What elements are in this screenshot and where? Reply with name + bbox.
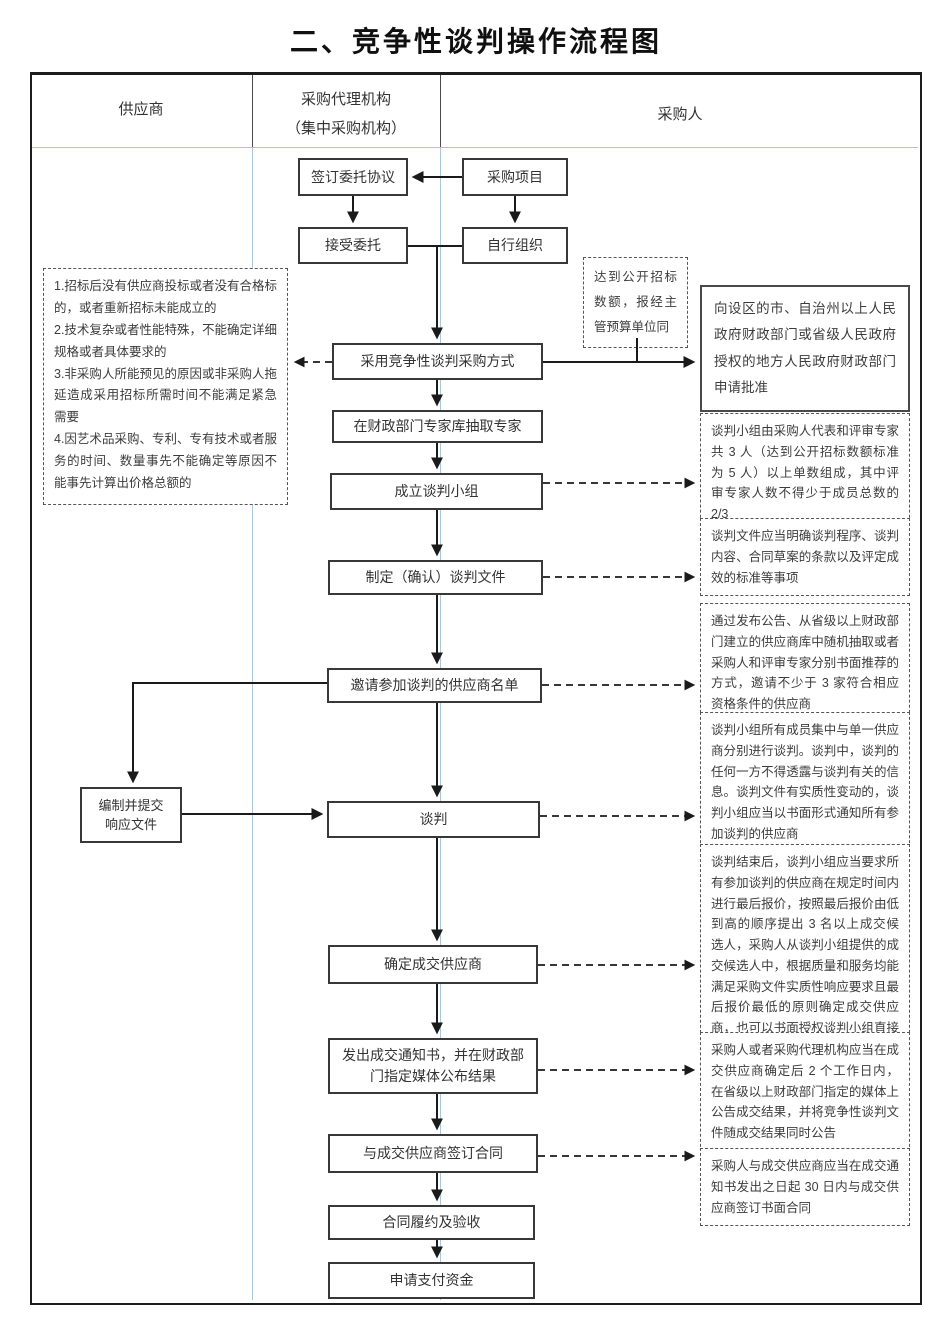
node-extract-experts: 在财政部门专家库抽取专家 xyxy=(332,410,543,443)
node-issue-notice: 发出成交通知书，并在财政部门指定媒体公布结果 xyxy=(328,1038,538,1094)
node-invite-suppliers: 邀请参加谈判的供应商名单 xyxy=(327,668,542,703)
annotation-document-requirements: 谈判文件应当明确谈判程序、谈判内容、合同草案的条款以及评定成效的标准等事项 xyxy=(700,518,910,597)
lane-header-agency: 采购代理机构 （集中采购机构） xyxy=(252,86,440,143)
lane-header-supplier: 供应商 xyxy=(118,101,164,118)
annotation-team-composition: 谈判小组由采购人代表和评审专家共 3 人（达到公开招标数额标准为 5 人）以上单… xyxy=(700,413,910,533)
annotation-contract-deadline: 采购人与成交供应商应当在成交通知书发出之日起 30 日内与成交供应商签订书面合同 xyxy=(700,1148,910,1227)
node-adopt-method: 采用竞争性谈判采购方式 xyxy=(332,343,543,380)
lane-divider-header-2 xyxy=(440,75,441,148)
node-apply-payment: 申请支付资金 xyxy=(328,1262,535,1299)
node-form-team: 成立谈判小组 xyxy=(330,473,543,510)
node-contract-acceptance: 合同履约及验收 xyxy=(328,1205,535,1240)
node-make-documents: 制定（确认）谈判文件 xyxy=(328,560,543,595)
lane-header-purchaser: 采购人 xyxy=(657,106,703,123)
annotation-announcement-rules: 采购人或者采购代理机构应当在成交供应商确定后 2 个工作日内，在省级以上财政部门… xyxy=(700,1032,910,1152)
node-accept-entrustment: 接受委托 xyxy=(298,227,408,264)
node-negotiate: 谈判 xyxy=(327,801,540,838)
node-apply-approval: 向设区的市、自治州以上人民政府财政部门或省级人民政府授权的地方人民政府财政部门申… xyxy=(700,285,910,413)
node-sign-contract: 与成交供应商签订合同 xyxy=(328,1134,538,1173)
annotation-invitation-method: 通过发布公告、从省级以上财政部门建立的供应商库中随机抽取或者采购人和评审专家分别… xyxy=(700,603,910,723)
node-sign-agreement: 签订委托协议 xyxy=(298,158,408,196)
annotation-reasons: 1.招标后没有供应商投标或者没有合格标的，或者重新招标未能成立的 2.技术复杂或… xyxy=(43,268,288,505)
lane-header-agency-line2: （集中采购机构） xyxy=(285,119,406,137)
node-determine-supplier: 确定成交供应商 xyxy=(328,945,538,984)
header-separator-line xyxy=(32,147,918,148)
page-title: 二、竞争性谈判操作流程图 xyxy=(289,26,662,57)
node-prepare-response: 编制并提交 响应文件 xyxy=(80,787,182,843)
annotation-negotiation-rules: 谈判小组所有成员集中与单一供应商分别进行谈判。谈判中，谈判的任何一方不得透露与谈… xyxy=(700,712,910,853)
node-self-organize: 自行组织 xyxy=(462,227,568,264)
annotation-reach-threshold: 达到公开招标数额，报经主管预算单位同 xyxy=(583,257,688,348)
node-procurement-project: 采购项目 xyxy=(462,158,568,196)
lane-header-agency-line1: 采购代理机构 xyxy=(300,91,391,108)
lane-divider-header-1 xyxy=(252,75,253,148)
diagram-frame xyxy=(30,72,922,1305)
lane-divider-agency-purchaser xyxy=(440,148,441,1300)
